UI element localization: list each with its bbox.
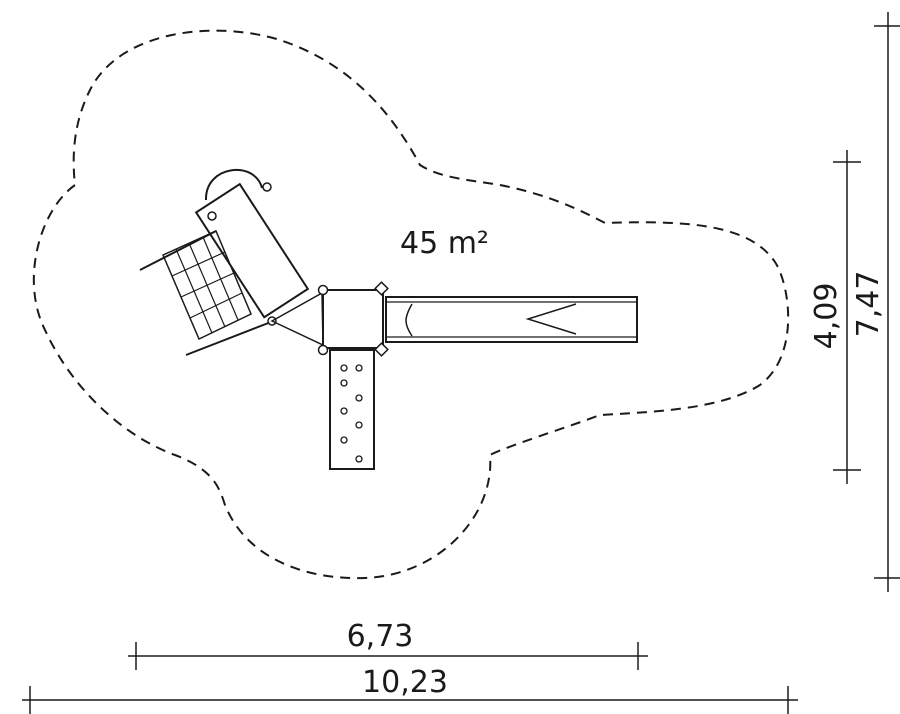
angled-bridge <box>194 168 310 326</box>
dimension-inner-width: 6,73 <box>128 619 648 670</box>
area-label: 45 m² <box>400 226 489 261</box>
safety-zone-outline <box>32 29 790 580</box>
platform-tower <box>317 281 389 357</box>
dimension-inner-depth: 4,09 <box>809 150 861 484</box>
climbing-net <box>139 229 272 356</box>
dimension-inner-depth-label: 4,09 <box>809 283 844 350</box>
dimension-inner-width-label: 6,73 <box>347 619 414 654</box>
climbing-wall <box>329 349 375 470</box>
dimension-outer-depth-label: 7,47 <box>851 271 886 338</box>
dimension-outer-width: 10,23 <box>22 665 798 714</box>
dimension-outer-width-label: 10,23 <box>362 665 448 700</box>
slide <box>385 296 638 343</box>
dimension-outer-depth: 7,47 <box>851 12 900 592</box>
corner-connector <box>270 291 324 347</box>
